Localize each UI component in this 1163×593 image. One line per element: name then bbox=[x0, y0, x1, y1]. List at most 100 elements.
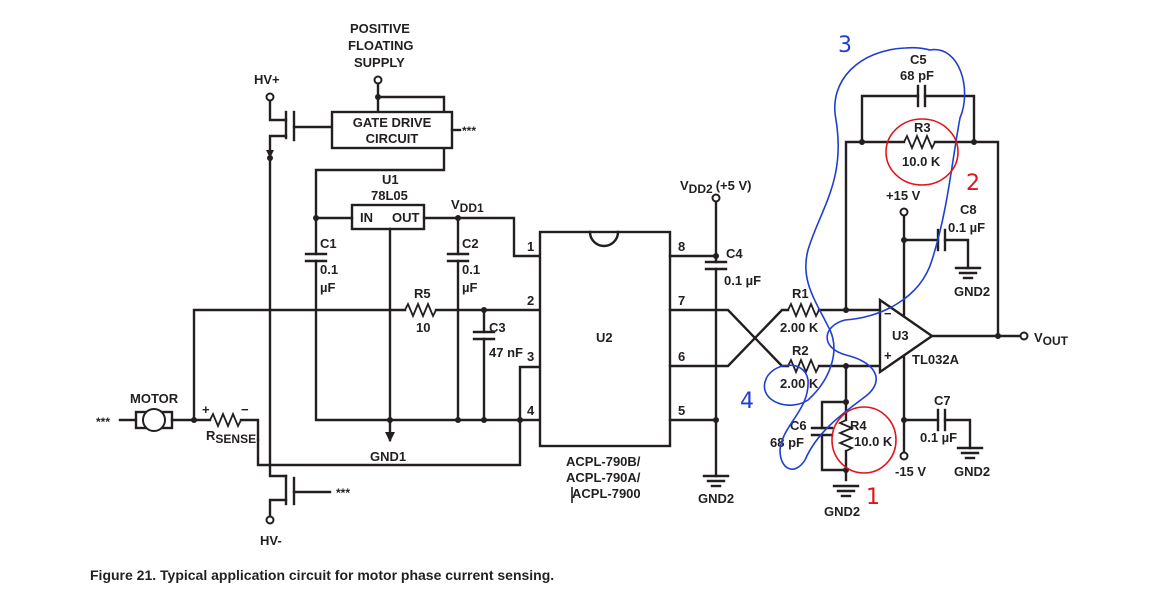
u1-part: 78L05 bbox=[371, 188, 408, 203]
r1-value: 2.00 K bbox=[780, 320, 819, 335]
c2-capacitor: C2 0.1 µF bbox=[446, 216, 480, 423]
vdd2-label: VDD2(+5 V) bbox=[680, 178, 751, 196]
gate-drive-circuit: GATE DRIVE CIRCUIT *** bbox=[330, 110, 476, 150]
u2-pin6: 6 bbox=[678, 349, 685, 364]
u2-pin3: 3 bbox=[527, 349, 534, 364]
gate-drive-line2: CIRCUIT bbox=[366, 131, 419, 146]
r4-value: 10.0 K bbox=[854, 434, 893, 449]
u2-body bbox=[538, 230, 672, 448]
r2-value: 2.00 K bbox=[780, 376, 819, 391]
motor-label: MOTOR bbox=[130, 391, 179, 406]
blue-loop-annotation bbox=[763, 46, 966, 470]
c1-value1: 0.1 bbox=[320, 262, 338, 277]
r3-name: R3 bbox=[914, 120, 931, 135]
u2-pin8: 8 bbox=[678, 239, 685, 254]
c5-name: C5 bbox=[910, 52, 927, 67]
c1-capacitor: C1 0.1 µF bbox=[304, 218, 542, 422]
c3-value: 47 nF bbox=[489, 345, 523, 360]
u1-regulator: U1 78L05 IN OUT VDD1 GND1 bbox=[313, 172, 542, 464]
plus15-terminal bbox=[899, 207, 909, 217]
minus15-terminal bbox=[899, 451, 909, 461]
c3-capacitor: C3 47 nF bbox=[472, 308, 523, 423]
supply-terminal bbox=[373, 75, 383, 85]
r4-name: R4 bbox=[850, 418, 867, 433]
r4-c6-network: R4 10.0 K C6 68 pF GND2 bbox=[770, 364, 893, 519]
c6-name: C6 bbox=[790, 418, 807, 433]
low-gate-stars: *** bbox=[336, 486, 350, 500]
c7-name: C7 bbox=[934, 393, 951, 408]
c4-value: 0.1 µF bbox=[724, 273, 761, 288]
motor-branch: *** MOTOR + − RSENSE bbox=[96, 391, 260, 446]
u3-plus: + bbox=[884, 348, 892, 363]
vdd2-terminal bbox=[711, 193, 721, 203]
r5-name: R5 bbox=[414, 286, 431, 301]
output-crossover bbox=[668, 308, 790, 368]
floating-supply: POSITIVE FLOATING SUPPLY bbox=[314, 21, 446, 222]
u3-triangle bbox=[878, 297, 935, 375]
u3-name: U3 bbox=[892, 328, 909, 343]
low-side-switch: *** HV- bbox=[256, 156, 542, 548]
gnd2-u2-label: GND2 bbox=[698, 491, 734, 506]
vout-terminal bbox=[1019, 331, 1029, 341]
u2-pin5: 5 bbox=[678, 403, 685, 418]
gnd2-c7-label: GND2 bbox=[954, 464, 990, 479]
plus15-label: +15 V bbox=[886, 188, 921, 203]
vdd1-label: VDD1 bbox=[451, 197, 484, 215]
c1-value2: µF bbox=[320, 280, 335, 295]
gnd1-label: GND1 bbox=[370, 449, 406, 464]
r3-value: 10.0 K bbox=[902, 154, 941, 169]
positive-supply: +15 V C8 0.1 µF GND2 bbox=[886, 188, 990, 318]
gate-drive-line1: GATE DRIVE bbox=[353, 115, 432, 130]
r1-name: R1 bbox=[792, 286, 809, 301]
c6-value: 68 pF bbox=[770, 435, 804, 450]
u2-part-line1: ACPL-790B/ bbox=[566, 454, 641, 469]
c2-name: C2 bbox=[462, 236, 479, 251]
u2-part-line2: ACPL-790A/ bbox=[566, 470, 641, 485]
hv-minus-terminal bbox=[265, 515, 275, 525]
r2-name: R2 bbox=[792, 343, 809, 358]
c7-value: 0.1 µF bbox=[920, 430, 957, 445]
motor-symbol bbox=[142, 408, 166, 432]
motor-stars: *** bbox=[96, 415, 110, 429]
u3-part: TL032A bbox=[912, 352, 960, 367]
rsense-label: RSENSE bbox=[206, 428, 256, 446]
figure-caption: Figure 21. Typical application circuit f… bbox=[90, 567, 554, 583]
u2-pin2: 2 bbox=[527, 293, 534, 308]
vdd2-rail: VDD2(+5 V) C4 0.1 µF GND2 bbox=[668, 178, 761, 506]
high-side-switch: HV+ bbox=[254, 72, 334, 161]
annotation-3: 3 bbox=[838, 33, 852, 58]
u2-part-line3: ACPL-7900 bbox=[572, 486, 641, 501]
red-circle-r4 bbox=[831, 406, 897, 474]
annotation-1: 1 bbox=[866, 485, 880, 510]
c1-name: C1 bbox=[320, 236, 337, 251]
r5-resistor: R5 10 bbox=[192, 286, 542, 422]
gnd2-r4-label: GND2 bbox=[824, 504, 860, 519]
u2-pin7: 7 bbox=[678, 293, 685, 308]
hv-plus-terminal bbox=[265, 92, 275, 102]
u3-opamp: − + U3 TL032A VOUT bbox=[878, 297, 1069, 375]
r5-value: 10 bbox=[416, 320, 430, 335]
u1-name: U1 bbox=[382, 172, 399, 187]
rsense-plus: + bbox=[202, 402, 210, 417]
u2-name: U2 bbox=[596, 330, 613, 345]
u2-amplifier: U2 1 2 3 4 5 6 7 8 ACPL-790B/ ACPL-790A/… bbox=[527, 230, 685, 503]
annotation-2: 2 bbox=[966, 171, 980, 196]
c8-value: 0.1 µF bbox=[948, 220, 985, 235]
u3-minus: − bbox=[884, 306, 892, 321]
c4-name: C4 bbox=[726, 246, 743, 261]
u2-pin1: 1 bbox=[527, 239, 534, 254]
r1-resistor: R1 2.00 K bbox=[780, 286, 882, 335]
supply-label-line2: FLOATING bbox=[348, 38, 413, 53]
c3-name: C3 bbox=[489, 320, 506, 335]
gnd2-c8-label: GND2 bbox=[954, 284, 990, 299]
supply-label-line1: POSITIVE bbox=[350, 21, 410, 36]
u2-pin4: 4 bbox=[527, 403, 535, 418]
c2-value2: µF bbox=[462, 280, 477, 295]
rsense-minus: − bbox=[241, 402, 249, 417]
c2-value1: 0.1 bbox=[462, 262, 480, 277]
u1-out: OUT bbox=[392, 210, 420, 225]
vout-label: VOUT bbox=[1034, 330, 1069, 348]
negative-supply: -15 V C7 0.1 µF GND2 bbox=[895, 354, 990, 479]
handwritten-annotations: 3 2 4 1 bbox=[740, 33, 980, 510]
